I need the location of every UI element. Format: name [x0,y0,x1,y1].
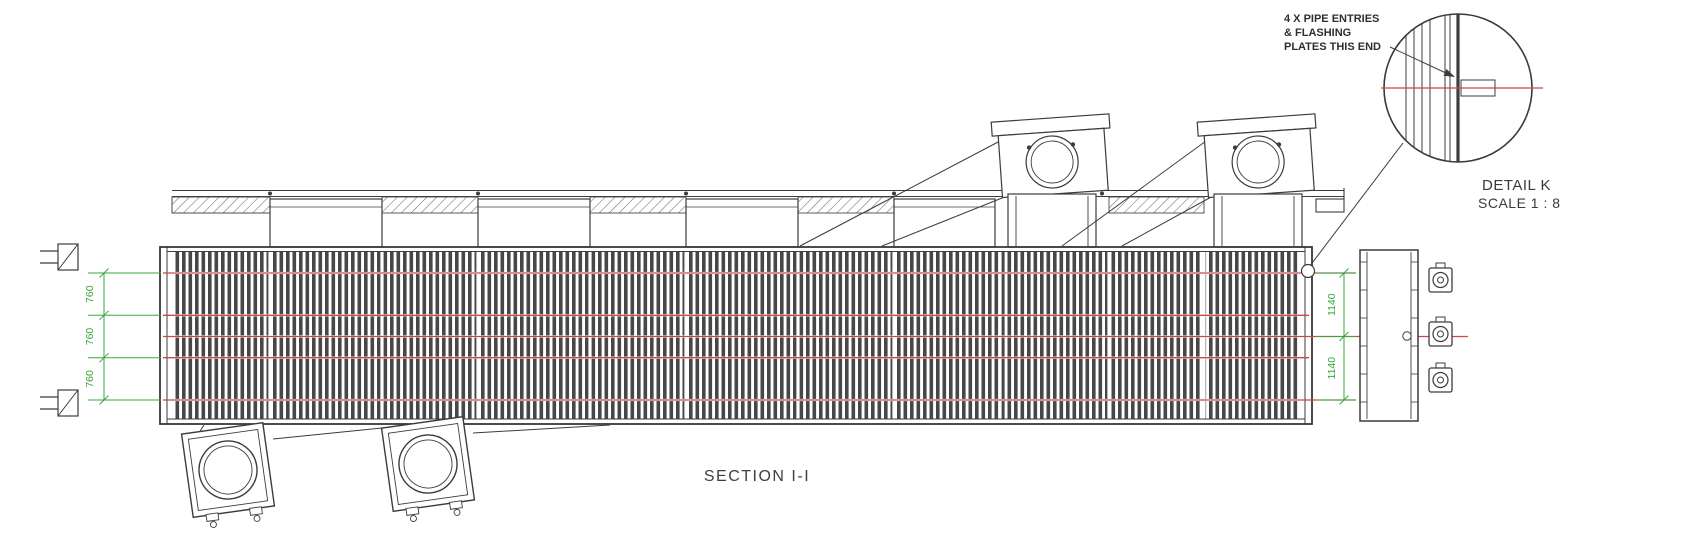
support-bracket-left-top [40,243,79,271]
feed-box [269,198,383,248]
discharge-chute-top-1 [799,113,1111,248]
feed-box [685,198,799,248]
clamp [1428,262,1453,293]
feed-box [893,198,996,248]
bottom-chute-2 [380,415,476,523]
pipe-entry-marker [1300,263,1316,279]
clamp-symbols [1428,262,1453,393]
pipe-flange-circle [1231,135,1285,189]
clamp [1428,316,1453,347]
feed-boxes [269,198,996,248]
grating [174,251,1298,419]
feed-box [477,198,591,248]
dimension-right-lines [1316,268,1356,405]
annotation-arrowhead [1443,69,1455,77]
pipe-flange-circle [1025,135,1079,189]
panel-joints [268,251,1206,419]
annotation-leader [1389,46,1449,75]
annotation-line: 4 X PIPE ENTRIES [1284,13,1379,25]
dimension-label: 1140 [1326,293,1338,316]
deck-outline [159,246,1313,425]
bottom-chute-1 [180,421,276,529]
support-bracket-left-bottom [40,389,79,417]
annotation-line: & FLASHING [1284,27,1351,39]
end-view [1359,249,1419,422]
dimension-label: 760 [84,285,96,303]
detail-scale: SCALE 1 : 8 [1478,195,1561,211]
dimension-label: 1140 [1326,357,1338,380]
section-label: SECTION I-I [704,468,810,485]
red-centerlines [163,272,1468,401]
chute-connector [472,424,611,434]
dimension-label: 760 [84,370,96,388]
detail-annotation: 4 X PIPE ENTRIES & FLASHING PLATES THIS … [1284,13,1455,77]
clamp [1428,362,1453,393]
dimension-left-labels: 760 760 760 [84,285,96,387]
pipe-flange-circle [198,440,258,500]
detail-title: DETAIL K [1482,177,1551,194]
annotation-line: PLATES THIS END [1284,41,1381,53]
detail-leader [1310,142,1404,265]
top-rail [172,188,1345,213]
dimension-right-labels: 1140 1140 [1326,293,1338,379]
dimension-left-lines [88,268,161,405]
dimension-label: 760 [84,328,96,346]
discharge-chute-top-2 [1061,113,1317,248]
pipe-flange-circle [398,434,458,494]
